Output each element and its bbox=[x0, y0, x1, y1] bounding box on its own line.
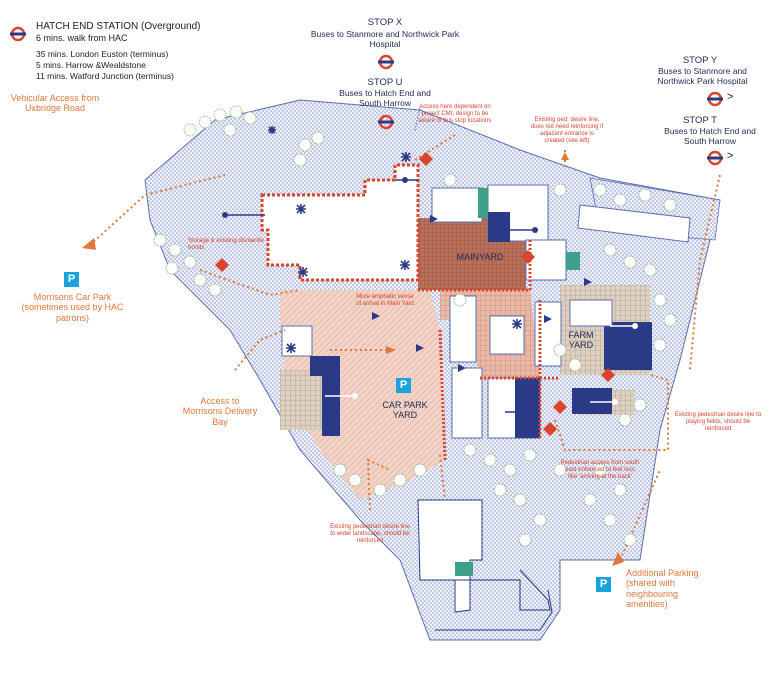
mid-building-b bbox=[489, 315, 525, 355]
morrisons-car-park-label: Morrisons Car Park (sometimes used by HA… bbox=[21, 292, 124, 323]
car-park-parking-icon: P bbox=[396, 378, 411, 393]
stop-y-arrow-icon: > bbox=[727, 91, 734, 103]
car-park-yard-label: CAR PARK YARD bbox=[382, 400, 428, 421]
station-route-3: 11 mins. Watford Junction (terminus) bbox=[36, 71, 174, 81]
south-building-navy bbox=[515, 378, 540, 438]
underground-roundel-icon bbox=[10, 26, 26, 42]
main-building bbox=[260, 163, 420, 282]
vehicular-access-label: Vehicular Access from Uxbridge Road bbox=[10, 93, 100, 114]
access-lines bbox=[89, 134, 721, 561]
existing-ped-note: Existing ped. desire line, does not need… bbox=[530, 117, 604, 144]
stop-x-roundel-icon bbox=[378, 54, 394, 70]
station-title: HATCH END STATION (Overground) bbox=[36, 21, 201, 32]
farm-building-white bbox=[569, 299, 613, 327]
west-building bbox=[281, 325, 313, 357]
station-route-2: 5 mins. Harrow &Wealdstone bbox=[36, 60, 146, 70]
storage-note: Storage & existing dismantle bonds bbox=[188, 238, 265, 251]
station-route-1: 35 mins. London Euston (terminus) bbox=[36, 49, 169, 59]
south-building-a bbox=[451, 367, 483, 439]
stop-t-title: STOP T bbox=[683, 115, 717, 126]
access-here-note: Access here dependent on project CMt, de… bbox=[418, 104, 492, 124]
stop-u-roundel-icon bbox=[378, 114, 394, 130]
stop-t-roundel-icon bbox=[707, 150, 723, 166]
west-brown-area bbox=[280, 370, 330, 430]
mainyard-label: MAINYARD bbox=[456, 252, 504, 262]
farm-yard-label: FARM YARD bbox=[568, 330, 594, 351]
more-emphatic-note: More emphatic sense of arrival in Main Y… bbox=[356, 294, 414, 307]
south-outline-2 bbox=[455, 569, 551, 611]
stop-x-desc: Buses to Stanmore and Northwick Park Hos… bbox=[310, 29, 460, 49]
entrance-markers bbox=[215, 152, 615, 436]
south-teal bbox=[455, 562, 473, 576]
stop-u-title: STOP U bbox=[367, 77, 403, 88]
south-outline-building bbox=[417, 499, 483, 613]
teal-block bbox=[478, 188, 488, 218]
playing-fields-note: Existing pedestrian desire line to playi… bbox=[674, 412, 762, 432]
se-building bbox=[572, 388, 612, 414]
south-east-note: Pedestrian access from south east enhanc… bbox=[560, 460, 640, 480]
mid-building-a bbox=[449, 295, 477, 363]
stop-y-title: STOP Y bbox=[682, 55, 718, 66]
teal-block-b bbox=[566, 252, 580, 270]
stop-t-arrow-icon: > bbox=[727, 150, 734, 162]
north-building-a bbox=[431, 187, 483, 223]
stop-u-desc: Buses to Hatch End and South Harrow bbox=[339, 88, 431, 108]
stop-y-roundel-icon bbox=[707, 91, 723, 107]
navy-block-a bbox=[488, 212, 510, 242]
stop-t-desc: Buses to Hatch End and South Harrow bbox=[664, 126, 756, 146]
wider-landscape-note: Existing pedestrian desire line to wider… bbox=[330, 524, 410, 544]
stop-y-desc: Buses to Stanmore and Northwick Park Hos… bbox=[657, 66, 748, 86]
stop-x-title: STOP X bbox=[367, 17, 403, 28]
car-park-yard-area bbox=[280, 290, 445, 500]
additional-parking-icon: P bbox=[596, 577, 611, 592]
morrisons-delivery-label: Access to Morrisons Delivery Bay bbox=[182, 396, 258, 427]
morrisons-parking-icon: P bbox=[64, 272, 79, 287]
station-walk: 6 mins. walk from HAC bbox=[36, 33, 128, 43]
farm-building-navy bbox=[604, 322, 652, 370]
east-yard-building bbox=[525, 239, 567, 281]
east-terrace bbox=[577, 204, 691, 243]
south-boundary bbox=[435, 589, 553, 631]
asterisk-markers bbox=[268, 126, 522, 353]
additional-parking-label: Additional Parking (shared with neighbou… bbox=[626, 568, 699, 610]
